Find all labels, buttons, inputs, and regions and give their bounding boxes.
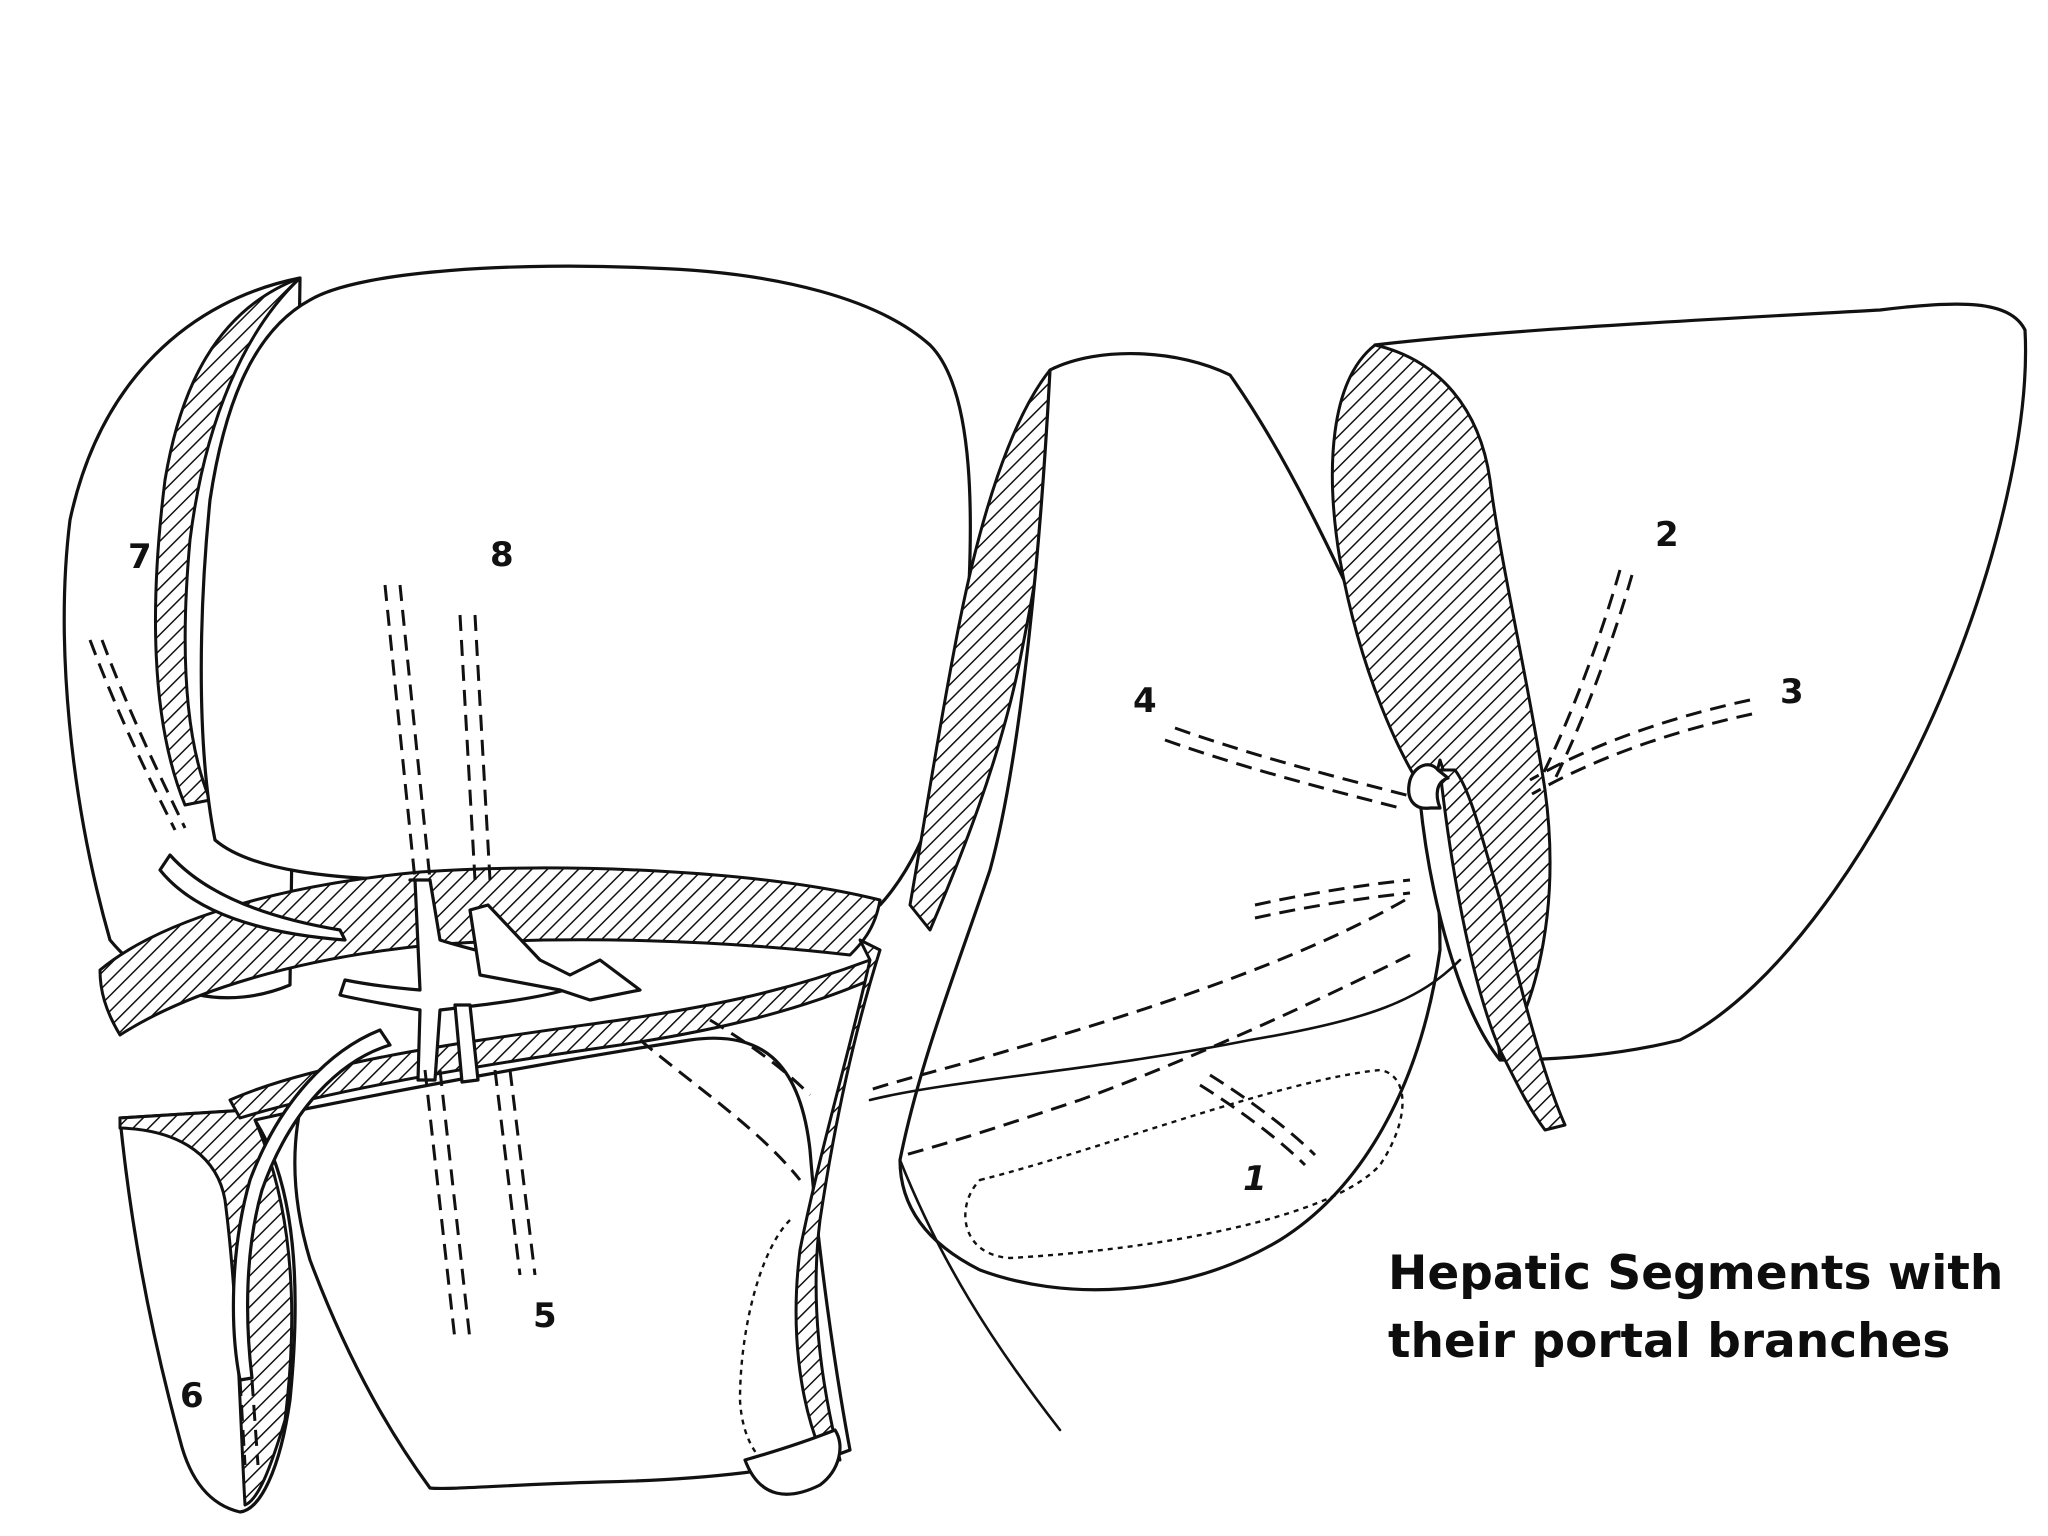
segment-4-label: 4 [1133,681,1157,721]
caption-line-1: Hepatic Segments with [1388,1246,2004,1301]
caption-line-2: their portal branches [1388,1314,1951,1369]
segment-7-label: 7 [128,537,152,577]
segment-8-label: 8 [490,535,514,575]
segment-6-label: 6 [180,1376,204,1416]
round-ligament [1407,763,1567,1132]
diagram-caption: Hepatic Segments with their portal branc… [1388,1240,2028,1376]
segment-5-region [293,1036,852,1491]
segment-1-region [964,1068,1404,1260]
segment-5-label: 5 [533,1296,557,1336]
segment-8-region [199,264,972,907]
segment-2-label: 2 [1655,515,1679,555]
segment-4-region [898,352,1442,1292]
segment-1-label: 1 [1243,1159,1267,1199]
segment-3-label: 3 [1780,672,1804,712]
gallbladder-region [738,1219,842,1496]
portal-vein-branches [158,853,642,1382]
inferior-border [868,958,1462,1432]
portal-branch-lines [88,569,1753,1466]
